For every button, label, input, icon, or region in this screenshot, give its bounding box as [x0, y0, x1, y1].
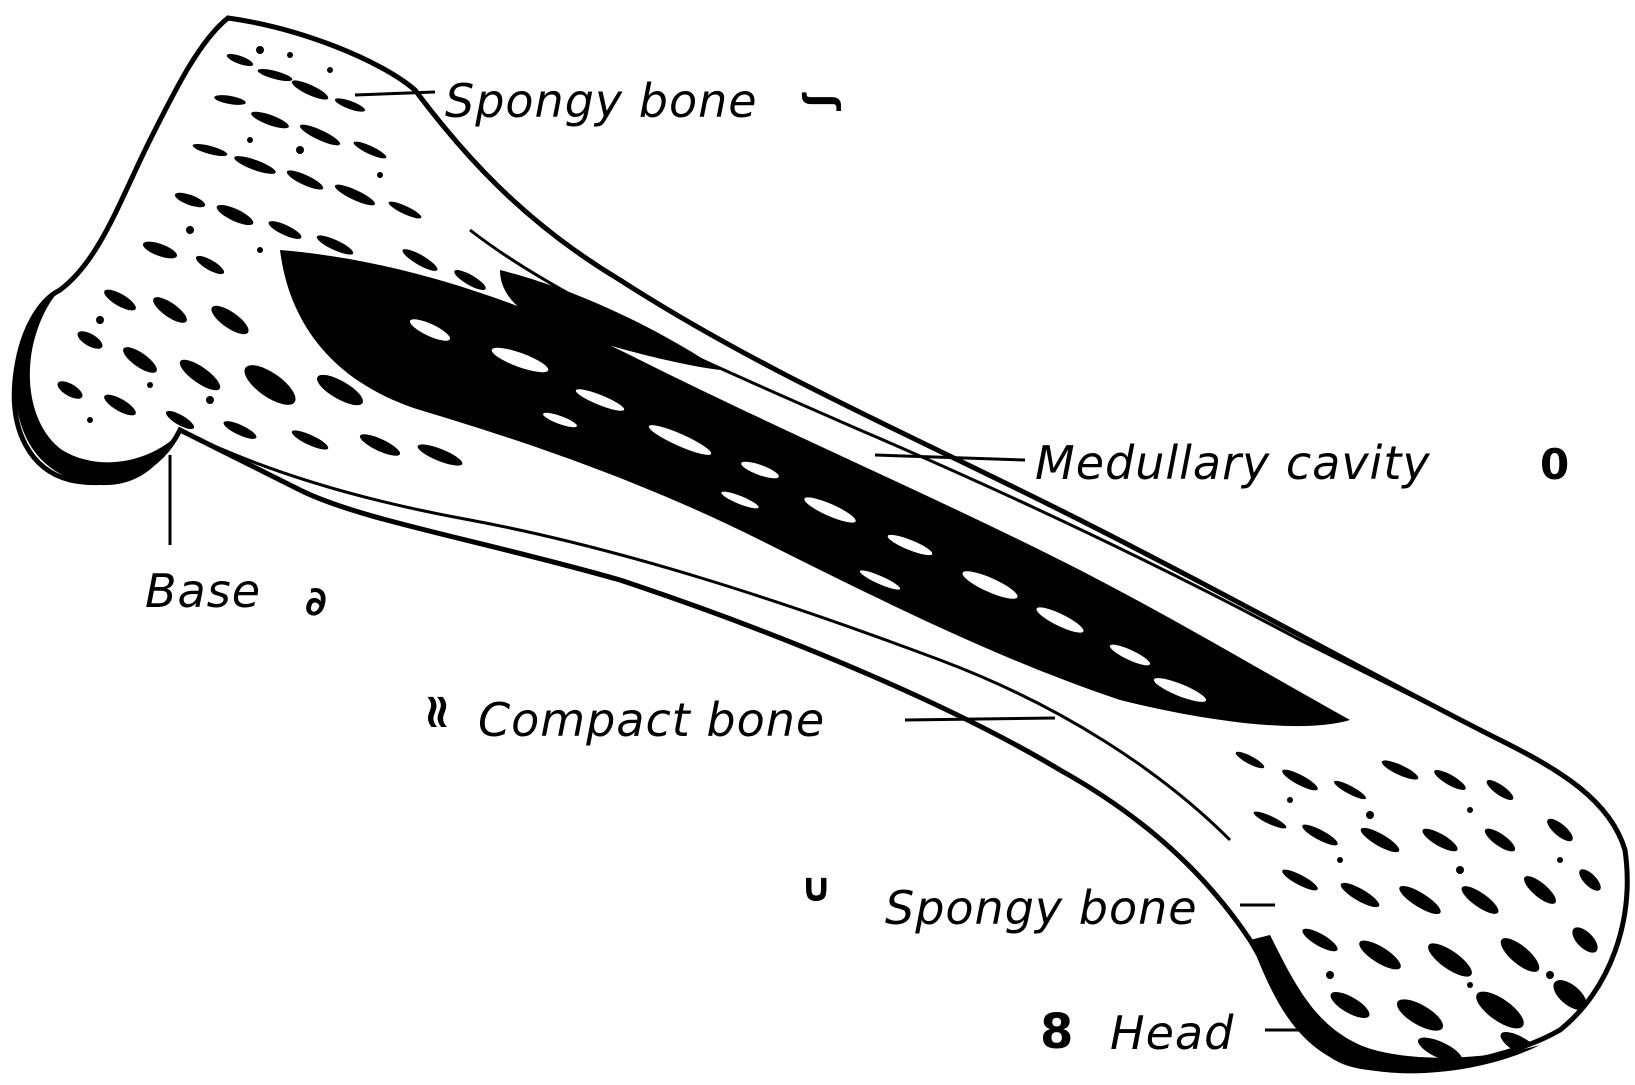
label-base: Base — [145, 568, 261, 614]
mark-1: ʃ — [803, 94, 843, 111]
label-compact-bone: Compact bone — [478, 697, 825, 743]
mark-2: 0 — [1540, 444, 1569, 486]
label-spongy-bone-top: Spongy bone — [445, 78, 758, 124]
mark-5: ∪ — [800, 868, 832, 908]
label-medullary-cavity: Medullary cavity — [1035, 440, 1431, 486]
label-head: Head — [1110, 1010, 1234, 1056]
mark-4: ≈ — [414, 692, 462, 732]
label-spongy-bone-bottom: Spongy bone — [885, 885, 1198, 931]
leader-compact-bone — [905, 718, 1055, 720]
mark-6: 8 — [1040, 1008, 1073, 1056]
mark-3: ∂ — [305, 582, 327, 622]
